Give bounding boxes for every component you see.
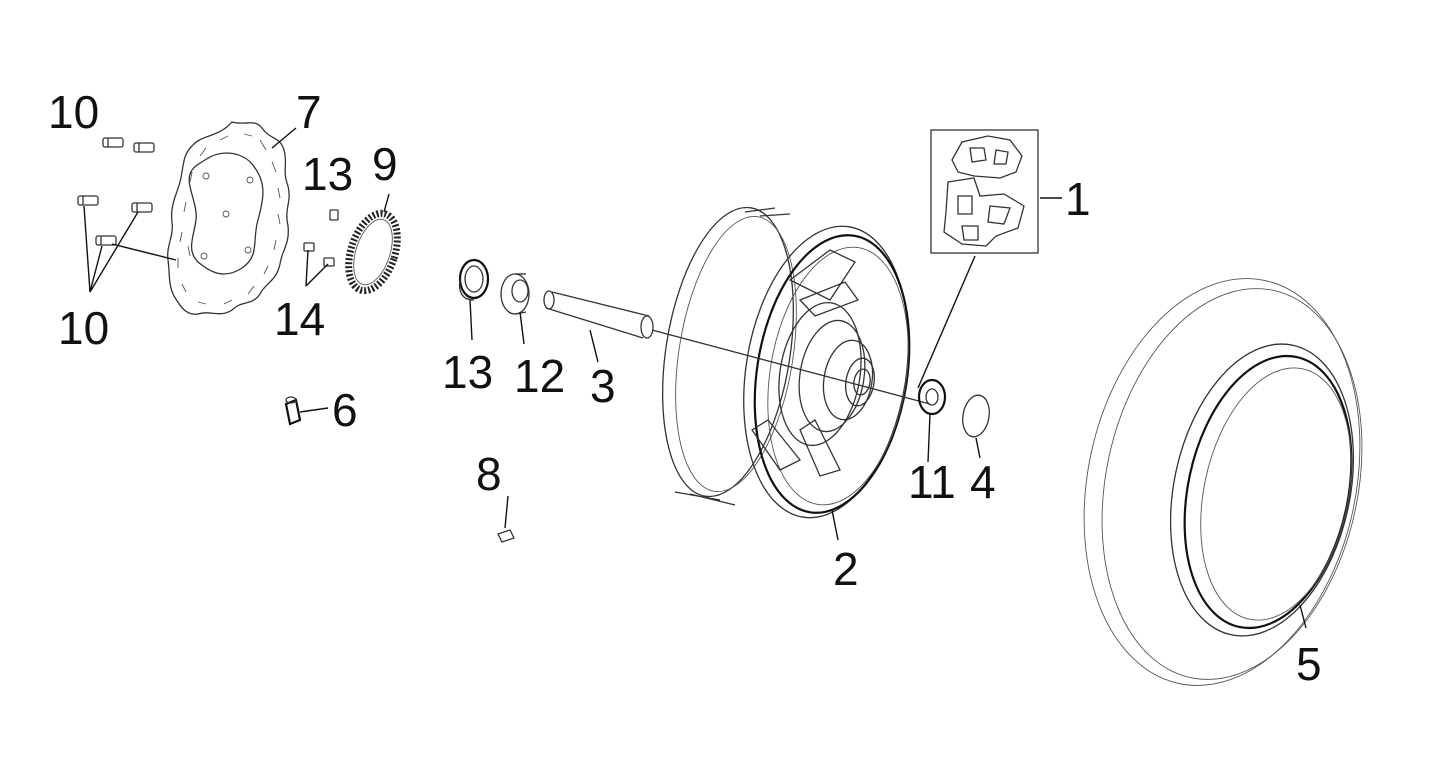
callout-2: 2	[833, 543, 859, 595]
callout-4: 4	[970, 456, 996, 508]
air-valve-icon	[284, 396, 302, 426]
callout-13-left: 13	[442, 346, 493, 398]
wheel-weight-icon	[497, 529, 515, 543]
disc-bolt-icon	[77, 137, 155, 246]
callout-14: 14	[274, 293, 325, 345]
abs-tone-ring-icon	[345, 209, 401, 295]
bearing-icon	[917, 378, 947, 416]
spacer-collar-icon	[500, 273, 530, 315]
callout-3: 3	[590, 360, 616, 412]
rear-tire-icon	[1083, 278, 1363, 686]
circlip-ring-icon	[962, 394, 990, 438]
callout-7: 7	[296, 86, 322, 138]
leader-lines	[83, 127, 1307, 629]
rear-wheel-rim-icon	[651, 206, 931, 519]
screw-icon	[303, 209, 339, 267]
callout-9: 9	[372, 138, 398, 190]
oil-seal-icon	[458, 258, 490, 301]
callout-labels: 1 2 3 4 5 6 7 8 9 10 10 11 12 13 13 14	[48, 86, 1322, 690]
callout-8: 8	[476, 448, 502, 500]
callout-6: 6	[332, 384, 358, 436]
callout-5: 5	[1296, 638, 1322, 690]
callout-10-bottom: 10	[58, 302, 109, 354]
axle-spacer-tube-icon	[543, 290, 654, 339]
callout-13-top: 13	[302, 148, 353, 200]
cushion-rubber-set-icon	[930, 129, 1039, 254]
brake-disc-icon	[167, 121, 290, 315]
callout-10-top: 10	[48, 86, 99, 138]
callout-11: 11	[908, 456, 956, 508]
callout-12: 12	[514, 350, 565, 402]
callout-1: 1	[1065, 173, 1091, 225]
